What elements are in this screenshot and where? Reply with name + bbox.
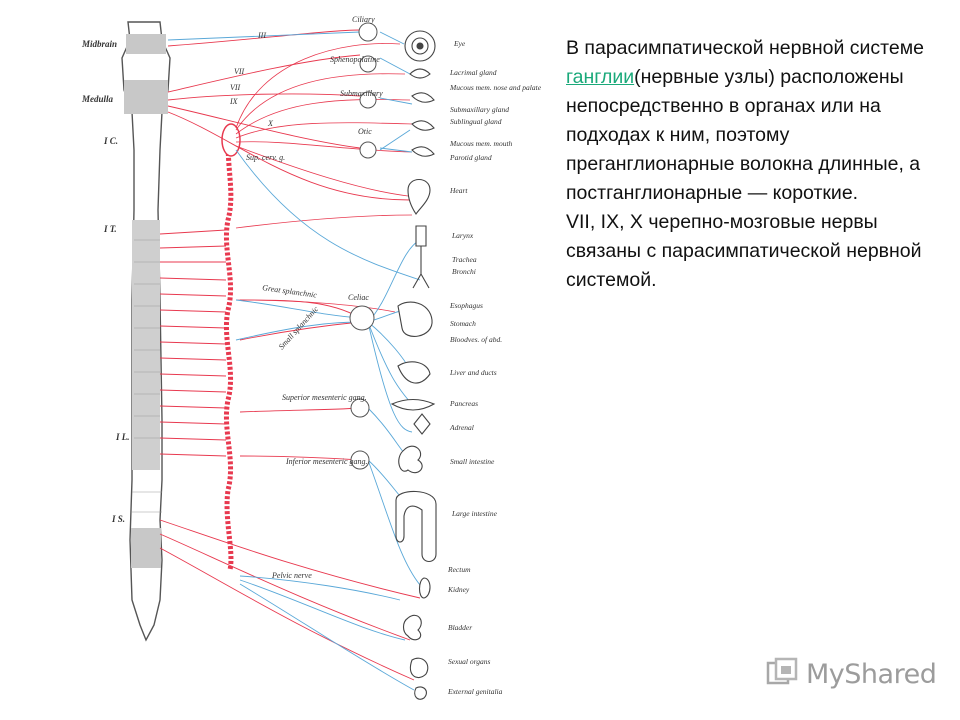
organ-label: Esophagus [449,301,483,310]
organ-label: Bronchi [452,267,476,276]
cord-shaded-sacral [131,528,161,568]
watermark: MyShared [766,652,937,696]
organ-label: Pancreas [449,399,478,408]
adrenal-icon [413,413,431,435]
organ-label: Submaxillary gland [450,105,509,114]
cranial-nerve-ix: IX [229,97,239,106]
organ-label: Heart [449,186,468,195]
rectum-icon [418,577,431,599]
organ-label: Large intestine [451,509,498,518]
organ-label: Sexual organs [448,657,491,666]
organ-label: External genitalia [447,687,503,696]
organ-labels: Eye Lacrimal gland Mucous mem. nose and … [447,39,542,696]
stomach-icon [397,301,433,337]
small-intestine-icon [398,445,423,474]
label-superior-mesenteric: Superior mesenteric gang. [282,393,367,402]
heart-icon [407,178,431,215]
sympathetic-chain [223,127,234,571]
organ-label: Liver and ducts [449,368,497,377]
paragraph-ganglia: В парасимпатической нервной системе ганг… [566,34,936,208]
organ-shapes [390,30,437,700]
label-otic: Otic [358,127,372,136]
organ-label: Small intestine [450,457,495,466]
cranial-nerve-x: X [267,119,274,128]
organ-label: Stomach [450,319,476,328]
organ-label: Rectum [447,565,471,574]
label-celiac: Celiac [348,293,369,302]
liver-icon [397,361,431,384]
cord-shaded-midbrain [126,34,166,54]
organ-label: Kidney [447,585,470,594]
sexual-organs-icon [414,686,427,700]
label-cervical: I C. [103,136,118,146]
cord-shaded-thoracic [132,220,160,470]
label-thoracic: I T. [103,224,117,234]
label-medulla: Medulla [81,94,114,104]
cord-shaded-medulla [124,80,168,114]
description-text: В парасимпатической нервной системе ганг… [566,34,936,295]
label-inferior-mesenteric: Inferior mesenteric gang. [285,457,368,466]
kidney-icon [402,614,422,641]
myshared-logo-icon [766,657,798,685]
cranial-nerve-vii-a: VII [234,67,245,76]
larynx-icon [415,225,427,247]
large-intestine-icon [395,490,437,563]
paragraph-text: (нервные узлы) расположены непосредствен… [566,66,921,204]
paragraph-text: В парасимпатической нервной системе [566,37,924,59]
superior-cervical-ganglion [221,123,241,157]
label-sacral: I S. [111,514,125,524]
bladder-icon [409,657,429,678]
postganglionic-head-fibres [235,43,413,313]
ganglia [349,22,378,470]
watermark-text: MyShared [806,658,937,690]
organ-label: Lacrimal gland [449,68,497,77]
organ-label: Mucous mem. mouth [449,139,513,148]
organ-label: Bloodves. of abd. [450,335,502,344]
cranial-nerve-iii: III [257,31,266,40]
organ-label: Eye [453,39,466,48]
organ-label: Adrenal [449,423,474,432]
organ-label: Trachea [452,255,477,264]
cord-segment-lines [132,239,162,513]
organ-label: Mucous mem. nose and palate [449,83,542,92]
label-lumbar: I L. [115,432,130,442]
organ-label: Larynx [451,231,474,240]
postganglionic-fibres [167,31,421,691]
organ-label: Sublingual gland [450,117,502,126]
organ-label: Bladder [448,623,472,632]
paragraph-cranial-nerves: VII, IX, X черепно-мозговые нервы связан… [566,211,922,291]
nervous-system-diagram: Midbrain Medulla I C. I T. I L. I S. [81,15,542,700]
pancreas-icon [390,398,436,411]
organ-label: Parotid gland [449,153,492,162]
label-sphenopalatine: Sphenopalatine [330,55,380,64]
label-great-splanchnic: Great splanchnic [262,283,318,300]
label-midbrain: Midbrain [81,39,117,49]
label-pelvic-nerve: Pelvic nerve [271,571,312,580]
cranial-nerve-vii-b: VII [230,83,241,92]
label-ciliary: Ciliary [352,15,375,24]
bronchi-icon [412,246,430,289]
ganglia-link[interactable]: ганглии [566,66,635,88]
label-submaxillary: Submaxillary [340,89,383,98]
label-sup-cerv: Sup. cerv. g. [246,153,285,162]
